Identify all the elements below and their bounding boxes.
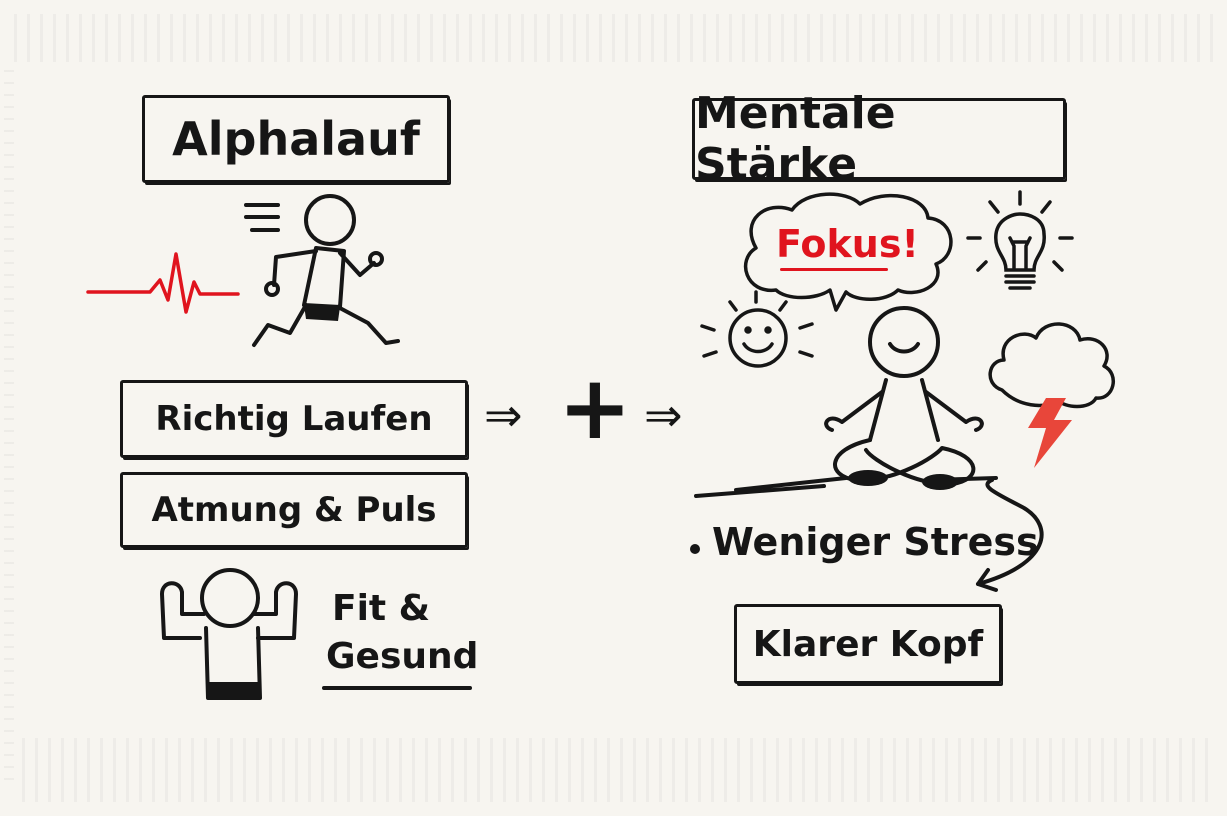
flexing-figure-icon bbox=[160, 568, 298, 700]
gesund-underline bbox=[322, 686, 472, 690]
napkin-emboss-bottom bbox=[22, 738, 1212, 802]
fokus-label: Fokus! bbox=[776, 222, 919, 266]
napkin-emboss-left bbox=[4, 60, 14, 780]
storm-cloud-icon bbox=[988, 322, 1115, 468]
curved-arrow-icon bbox=[976, 478, 1044, 592]
gesund-label: Gesund bbox=[326, 636, 479, 677]
alphalauf-title-box: Alphalauf bbox=[142, 95, 450, 183]
klarer-kopf-box: Klarer Kopf bbox=[734, 604, 1002, 684]
mentale-staerke-title: Mentale Stärke bbox=[695, 88, 896, 190]
richtig-laufen-label: Richtig Laufen bbox=[155, 399, 433, 439]
fokus-underline bbox=[780, 268, 888, 271]
klarer-kopf-label: Klarer Kopf bbox=[752, 623, 984, 665]
napkin-emboss-top bbox=[14, 14, 1213, 62]
arrow-right: ⇒ bbox=[644, 388, 683, 442]
sun-smiley-icon bbox=[700, 290, 814, 368]
arrow-left: ⇒ bbox=[484, 388, 523, 442]
alphalauf-title: Alphalauf bbox=[172, 112, 420, 166]
lightning-icon bbox=[1028, 398, 1072, 468]
bullet-dot bbox=[690, 544, 700, 554]
lightbulb-icon bbox=[966, 190, 1074, 290]
plus-sign: + bbox=[558, 356, 632, 459]
weniger-stress-label: Weniger Stress bbox=[712, 520, 1039, 564]
runner-icon bbox=[244, 194, 400, 347]
fit-label: Fit & bbox=[332, 588, 431, 629]
meditating-figure-icon bbox=[694, 306, 998, 498]
heartbeat-icon bbox=[86, 252, 240, 314]
mentale-staerke-title-box: Mentale Stärke bbox=[692, 88, 1066, 190]
speech-bubble-icon bbox=[744, 192, 953, 312]
atmung-puls-box: Atmung & Puls bbox=[120, 472, 468, 548]
atmung-puls-label: Atmung & Puls bbox=[151, 490, 437, 530]
richtig-laufen-box: Richtig Laufen bbox=[120, 380, 468, 458]
